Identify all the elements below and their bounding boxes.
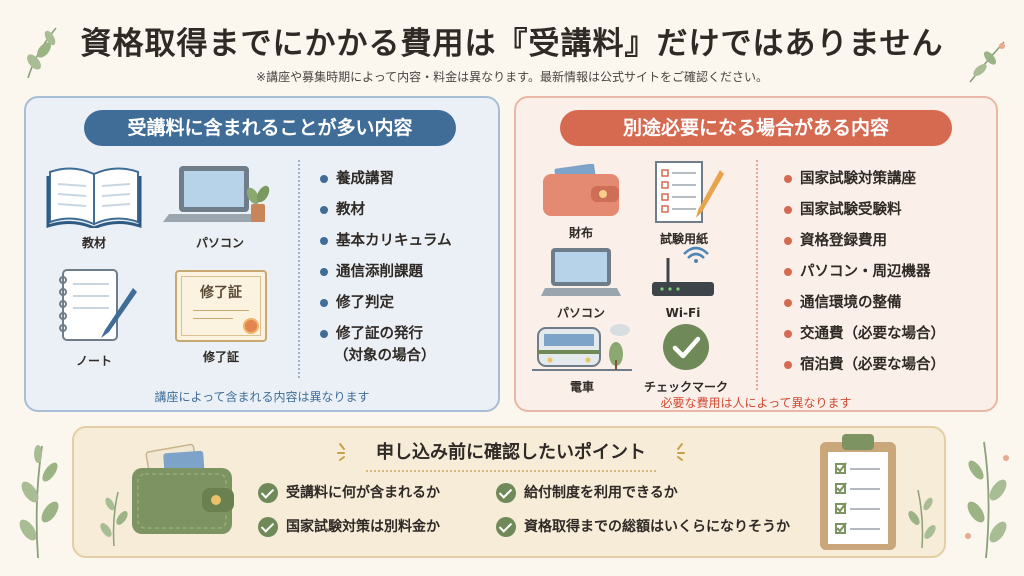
wifi-router-icon	[652, 246, 714, 296]
certificate-label: 修了証	[202, 350, 239, 364]
list-item: 宿泊費（必要な場合）	[782, 354, 945, 385]
included-list: 養成講習 教材 基本カリキュラム 通信添削課題 修了判定 修了証の発行 （対象の…	[318, 168, 452, 373]
heading-underline	[366, 470, 656, 472]
leaf-branch-icon	[965, 441, 1009, 559]
wifi-item: Wi-Fi	[640, 244, 726, 320]
ribbon-seal-icon	[243, 318, 259, 334]
list-item: 国家試験対策講座	[782, 168, 945, 199]
list-item: 交通費（必要な場合）	[782, 323, 945, 354]
check-circle-icon	[496, 483, 516, 503]
sparkle-icon	[337, 443, 345, 461]
extra-costs-panel: 別途必要になる場合がある内容 財布 試験用紙	[514, 96, 998, 412]
exam-sheet-icon	[655, 161, 724, 223]
leaf-branch-icon	[19, 445, 59, 559]
clipboard-checklist-icon	[820, 434, 896, 550]
checkpoint-item: 受講料に何が含まれるか	[258, 482, 440, 504]
list-item: 資格登録費用	[782, 230, 945, 261]
checkmark-item: チェックマーク	[636, 322, 736, 395]
extra-costs-list: 国家試験対策講座 国家試験受験料 資格登録費用 パソコン・周辺機器 通信環境の整…	[782, 168, 945, 385]
list-item: 修了証の発行 （対象の場合）	[318, 323, 452, 373]
list-item: 養成講習	[318, 168, 452, 199]
open-book-icon	[46, 167, 142, 230]
wallet-item: 財布	[536, 163, 626, 241]
page-subtitle: ※講座や募集時期によって内容・料金は異なります。最新情報は公式サイトをご確認くだ…	[256, 70, 768, 84]
list-item: 通信環境の整備	[782, 292, 945, 323]
list-item: 通信添削課題	[318, 261, 452, 292]
laptop-icon	[163, 166, 270, 222]
panel-divider	[756, 160, 758, 390]
list-item-main: 修了証の発行	[336, 326, 423, 342]
list-item: 基本カリキュラム	[318, 230, 452, 261]
list-item: 修了判定	[318, 292, 452, 323]
panel-divider	[298, 160, 300, 378]
textbook-label: 教材	[81, 236, 106, 250]
exam-paper-item: 試験用紙	[636, 160, 732, 247]
check-circle-icon	[496, 517, 516, 537]
included-heading: 受講料に含まれることが多い内容	[84, 110, 456, 146]
check-circle-icon	[258, 483, 278, 503]
laptop-item: パソコン	[160, 164, 280, 251]
pc-item: パソコン	[536, 246, 626, 321]
included-note: 講座によって含まれる内容は異なります	[154, 390, 370, 404]
checkpoint-item: 給付制度を利用できるか	[496, 482, 678, 504]
check-circle-icon	[258, 517, 278, 537]
list-item: 教材	[318, 199, 452, 230]
notebook-item: ノート	[42, 266, 146, 369]
certificate-icon: 修了証	[175, 270, 267, 342]
wifi-label: Wi-Fi	[665, 306, 701, 320]
notebook-label: ノート	[75, 354, 112, 368]
leaf-sprig-icon	[100, 491, 128, 547]
laptop-icon	[541, 248, 621, 296]
page-title: 資格取得までにかかる費用は『受講料』だけではありません	[80, 26, 944, 62]
train-icon	[532, 324, 632, 371]
exam-paper-label: 試験用紙	[659, 232, 708, 246]
checkpoint-text: 受講料に何が含まれるか	[286, 485, 440, 501]
checkpoint-item: 資格取得までの総額はいくらになりそうか	[496, 516, 790, 538]
list-item: 国家試験受験料	[782, 199, 945, 230]
green-wallet-icon	[132, 443, 234, 534]
leaf-sprig-icon	[969, 41, 1005, 83]
wallet-icon	[543, 163, 619, 216]
checkpoint-text: 資格取得までの総額はいくらになりそうか	[524, 519, 790, 535]
checkpoints-panel: 申し込み前に確認したいポイント 受講料に何が含まれるか 給付制度を利用できるか …	[72, 426, 946, 558]
wallet-label: 財布	[568, 226, 593, 240]
included-costs-panel: 受講料に含まれることが多い内容 教材 パソコン	[24, 96, 500, 412]
list-item: パソコン・周辺機器	[782, 261, 945, 292]
checkmark-circle-icon	[663, 324, 709, 370]
leaf-sprig-icon	[27, 27, 57, 79]
textbook-item: 教材	[42, 162, 146, 251]
checkpoints-heading: 申し込み前に確認したいポイント	[376, 442, 646, 463]
notebook-icon	[59, 269, 137, 341]
certificate-text: 修了証	[200, 285, 242, 301]
extra-note: 必要な費用は人によって異なります	[660, 396, 852, 410]
checkpoint-text: 国家試験対策は別料金か	[286, 519, 440, 535]
checkmark-label: チェックマーク	[643, 380, 728, 394]
list-item-sub: （対象の場合）	[334, 348, 436, 364]
train-item: 電車	[530, 320, 634, 395]
laptop-label: パソコン	[195, 236, 244, 250]
leaf-sprig-icon	[908, 489, 936, 549]
pc-label: パソコン	[556, 306, 605, 320]
sparkle-icon	[677, 443, 685, 461]
certificate-item: 修了証 修了証	[166, 270, 276, 365]
train-label: 電車	[569, 380, 594, 394]
checkpoint-item: 国家試験対策は別料金か	[258, 516, 440, 538]
checkpoint-text: 給付制度を利用できるか	[524, 485, 678, 501]
extra-heading: 別途必要になる場合がある内容	[560, 110, 952, 146]
